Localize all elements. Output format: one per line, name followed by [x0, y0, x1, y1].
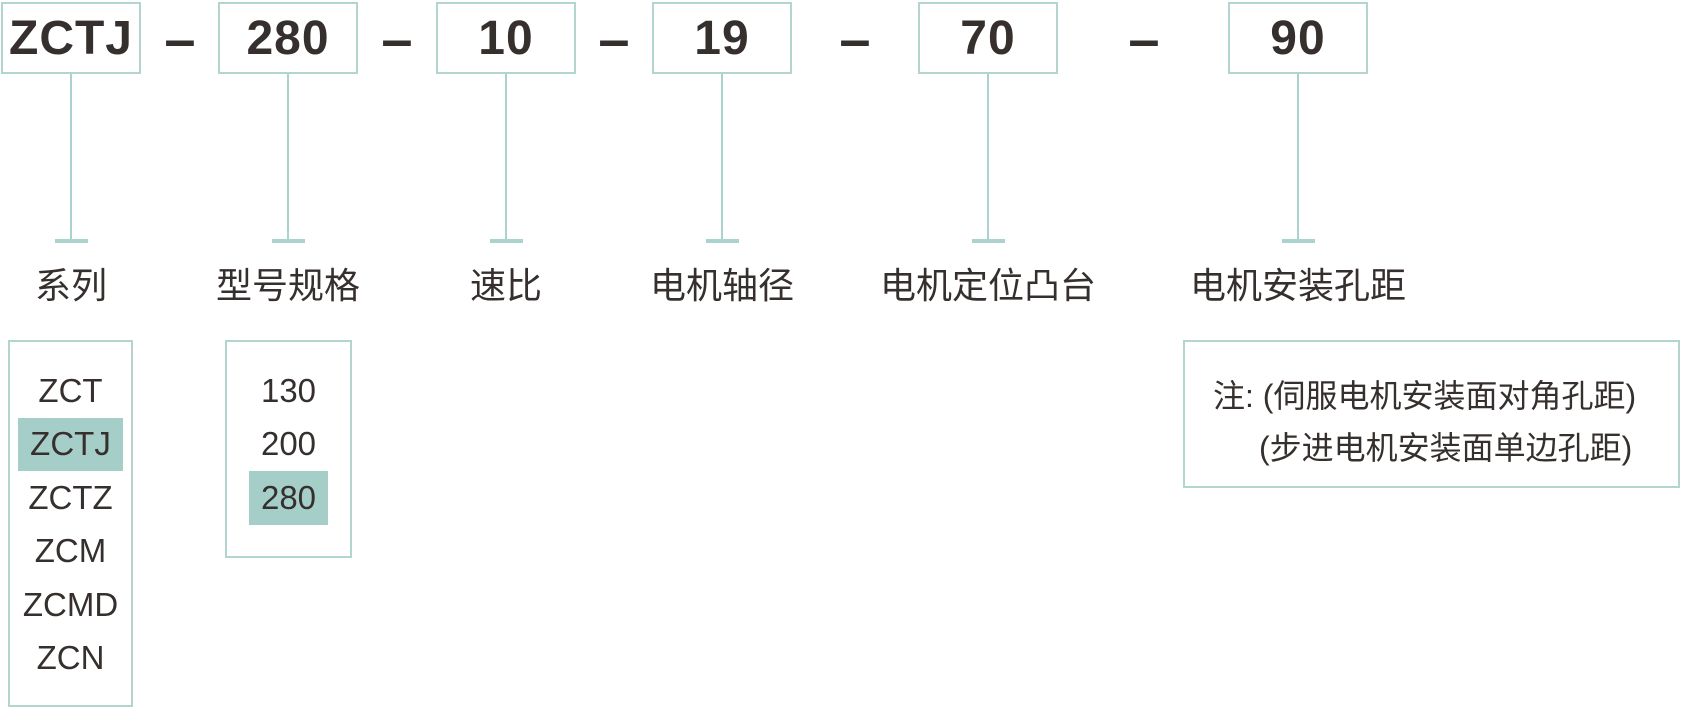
connector-line-hole-distance: [1297, 74, 1299, 239]
separator-dash-5: –: [1128, 6, 1160, 70]
connector-endcap-series: [55, 239, 88, 243]
label-ratio: 速比: [469, 265, 542, 306]
code-value-shaft: 19: [694, 11, 750, 65]
separator-dash-3: –: [598, 6, 630, 70]
code-value-boss: 70: [960, 11, 1016, 65]
series-option: ZCM: [34, 532, 107, 570]
code-value-series: ZCTJ: [9, 11, 133, 65]
connector-line-shaft: [721, 74, 723, 239]
series-options-box: ZCT ZCTJ ZCTZ ZCM ZCMD ZCN: [8, 340, 133, 707]
series-option: ZCT: [38, 371, 103, 409]
connector-line-boss: [987, 74, 989, 239]
note-line-2: (步进电机安装面单边孔距): [1259, 430, 1633, 466]
connector-line-spec: [287, 74, 289, 239]
code-box-ratio: 10: [436, 2, 576, 74]
label-series: 系列: [34, 265, 107, 306]
code-box-boss: 70: [918, 2, 1058, 74]
label-boss: 电机定位凸台: [879, 265, 1096, 306]
spec-options-box: 130 200 280: [225, 340, 352, 558]
spec-option: 200: [260, 425, 317, 463]
hole-distance-note-box: 注: (伺服电机安装面对角孔距) (步进电机安装面单边孔距): [1183, 340, 1680, 488]
connector-line-ratio: [505, 74, 507, 239]
series-option: ZCTJ: [18, 417, 123, 471]
connector-line-series: [70, 74, 72, 239]
connector-endcap-ratio: [490, 239, 523, 243]
series-option: ZCMD: [22, 585, 119, 623]
separator-dash-1: –: [164, 6, 196, 70]
code-box-series: ZCTJ: [1, 2, 141, 74]
separator-dash-2: –: [381, 6, 413, 70]
connector-endcap-shaft: [706, 239, 739, 243]
code-value-hole-distance: 90: [1270, 11, 1326, 65]
label-spec: 型号规格: [215, 265, 360, 306]
connector-endcap-boss: [972, 239, 1005, 243]
code-box-spec: 280: [218, 2, 358, 74]
code-value-ratio: 10: [478, 11, 534, 65]
connector-endcap-hole-distance: [1282, 239, 1315, 243]
series-option: ZCTZ: [28, 478, 113, 516]
code-box-shaft: 19: [652, 2, 792, 74]
connector-endcap-spec: [272, 239, 305, 243]
code-value-spec: 280: [246, 11, 330, 65]
series-option: ZCN: [36, 639, 105, 677]
code-box-hole-distance: 90: [1228, 2, 1368, 74]
separator-dash-4: –: [839, 6, 871, 70]
spec-option: 280: [248, 471, 329, 525]
note-line-1: 注: (伺服电机安装面对角孔距): [1213, 378, 1637, 414]
label-shaft: 电机轴径: [649, 265, 794, 306]
spec-option: 130: [260, 371, 317, 409]
label-hole-distance: 电机安装孔距: [1189, 265, 1406, 306]
